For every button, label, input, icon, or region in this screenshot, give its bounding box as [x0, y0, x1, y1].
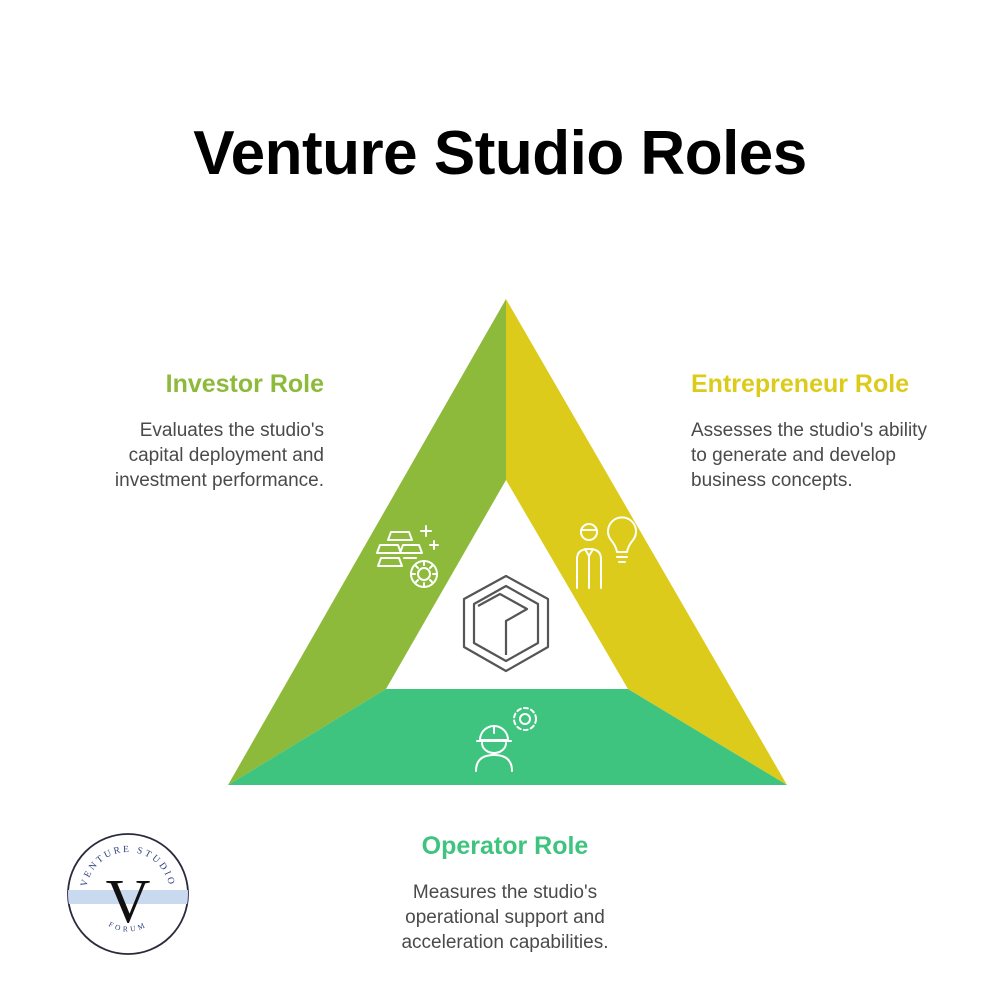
- page-title: Venture Studio Roles: [193, 119, 807, 188]
- entrepreneur-segment: [506, 299, 787, 785]
- entrepreneur-role-description: Assesses the studio's ability to generat…: [691, 420, 927, 491]
- operator-role-title: Operator Role: [421, 832, 589, 860]
- person-lightbulb-icon: [576, 516, 637, 589]
- entrepreneur-role-title: Entrepreneur Role: [691, 370, 910, 398]
- hexagon-cube-icon: [462, 574, 550, 673]
- gold-bars-coin-icon: [376, 525, 439, 588]
- worker-gear-icon: [475, 707, 537, 772]
- logo-letter: V: [106, 868, 151, 936]
- investor-role-title: Investor Role: [165, 370, 324, 398]
- operator-role-description: Measures the studio's operational suppor…: [401, 882, 609, 953]
- investor-segment: [228, 299, 506, 785]
- venture-studio-forum-logo: V VENTURE STUDIO FORUM: [67, 833, 189, 955]
- investor-role-description: Evaluates the studio's capital deploymen…: [114, 420, 324, 491]
